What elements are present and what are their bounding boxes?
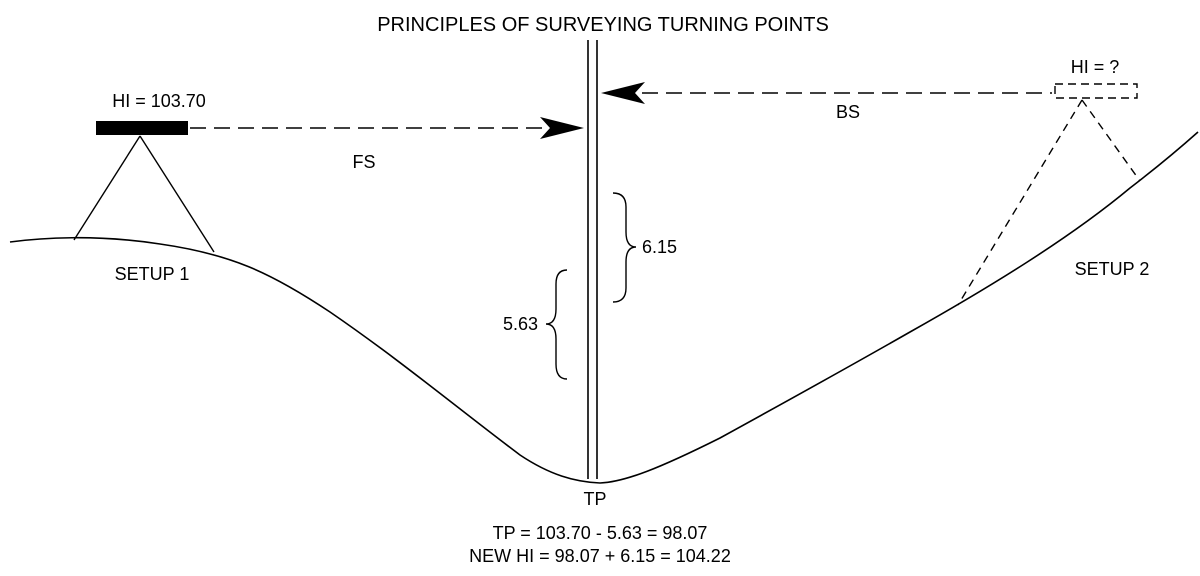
foresight-arrowhead bbox=[540, 117, 584, 139]
backsight-arrowhead bbox=[601, 82, 645, 104]
setup-1-hi-label: HI = 103.70 bbox=[112, 91, 206, 111]
setup-1-instrument bbox=[73, 121, 215, 253]
level-rod bbox=[587, 40, 598, 479]
setup-2-instrument bbox=[957, 83, 1141, 306]
foresight-reading-label: 5.63 bbox=[503, 314, 538, 334]
backsight-reading-brace bbox=[612, 192, 637, 303]
calculation-line-2: NEW HI = 98.07 + 6.15 = 104.22 bbox=[469, 546, 731, 566]
level-instrument-outline bbox=[1054, 83, 1138, 99]
diagram-title: PRINCIPLES OF SURVEYING TURNING POINTS bbox=[377, 14, 829, 36]
tripod-leg-right bbox=[139, 135, 215, 253]
tripod-leg-left bbox=[73, 135, 141, 241]
backsight-reading-label: 6.15 bbox=[642, 237, 677, 257]
level-instrument bbox=[96, 121, 188, 135]
tripod-leg-right-dashed bbox=[1081, 99, 1141, 182]
setup-2-label: SETUP 2 bbox=[1075, 259, 1150, 279]
setup-1-label: SETUP 1 bbox=[115, 264, 190, 284]
backsight-label: BS bbox=[836, 102, 860, 122]
foresight-label: FS bbox=[352, 152, 375, 172]
setup-2-hi-label: HI = ? bbox=[1071, 57, 1120, 77]
turning-point-label: TP bbox=[583, 489, 606, 509]
ground-profile bbox=[9, 131, 1199, 484]
tripod-leg-left-dashed bbox=[957, 99, 1083, 306]
calculation-line-1: TP = 103.70 - 5.63 = 98.07 bbox=[493, 523, 708, 543]
foresight-reading-brace bbox=[545, 269, 568, 380]
